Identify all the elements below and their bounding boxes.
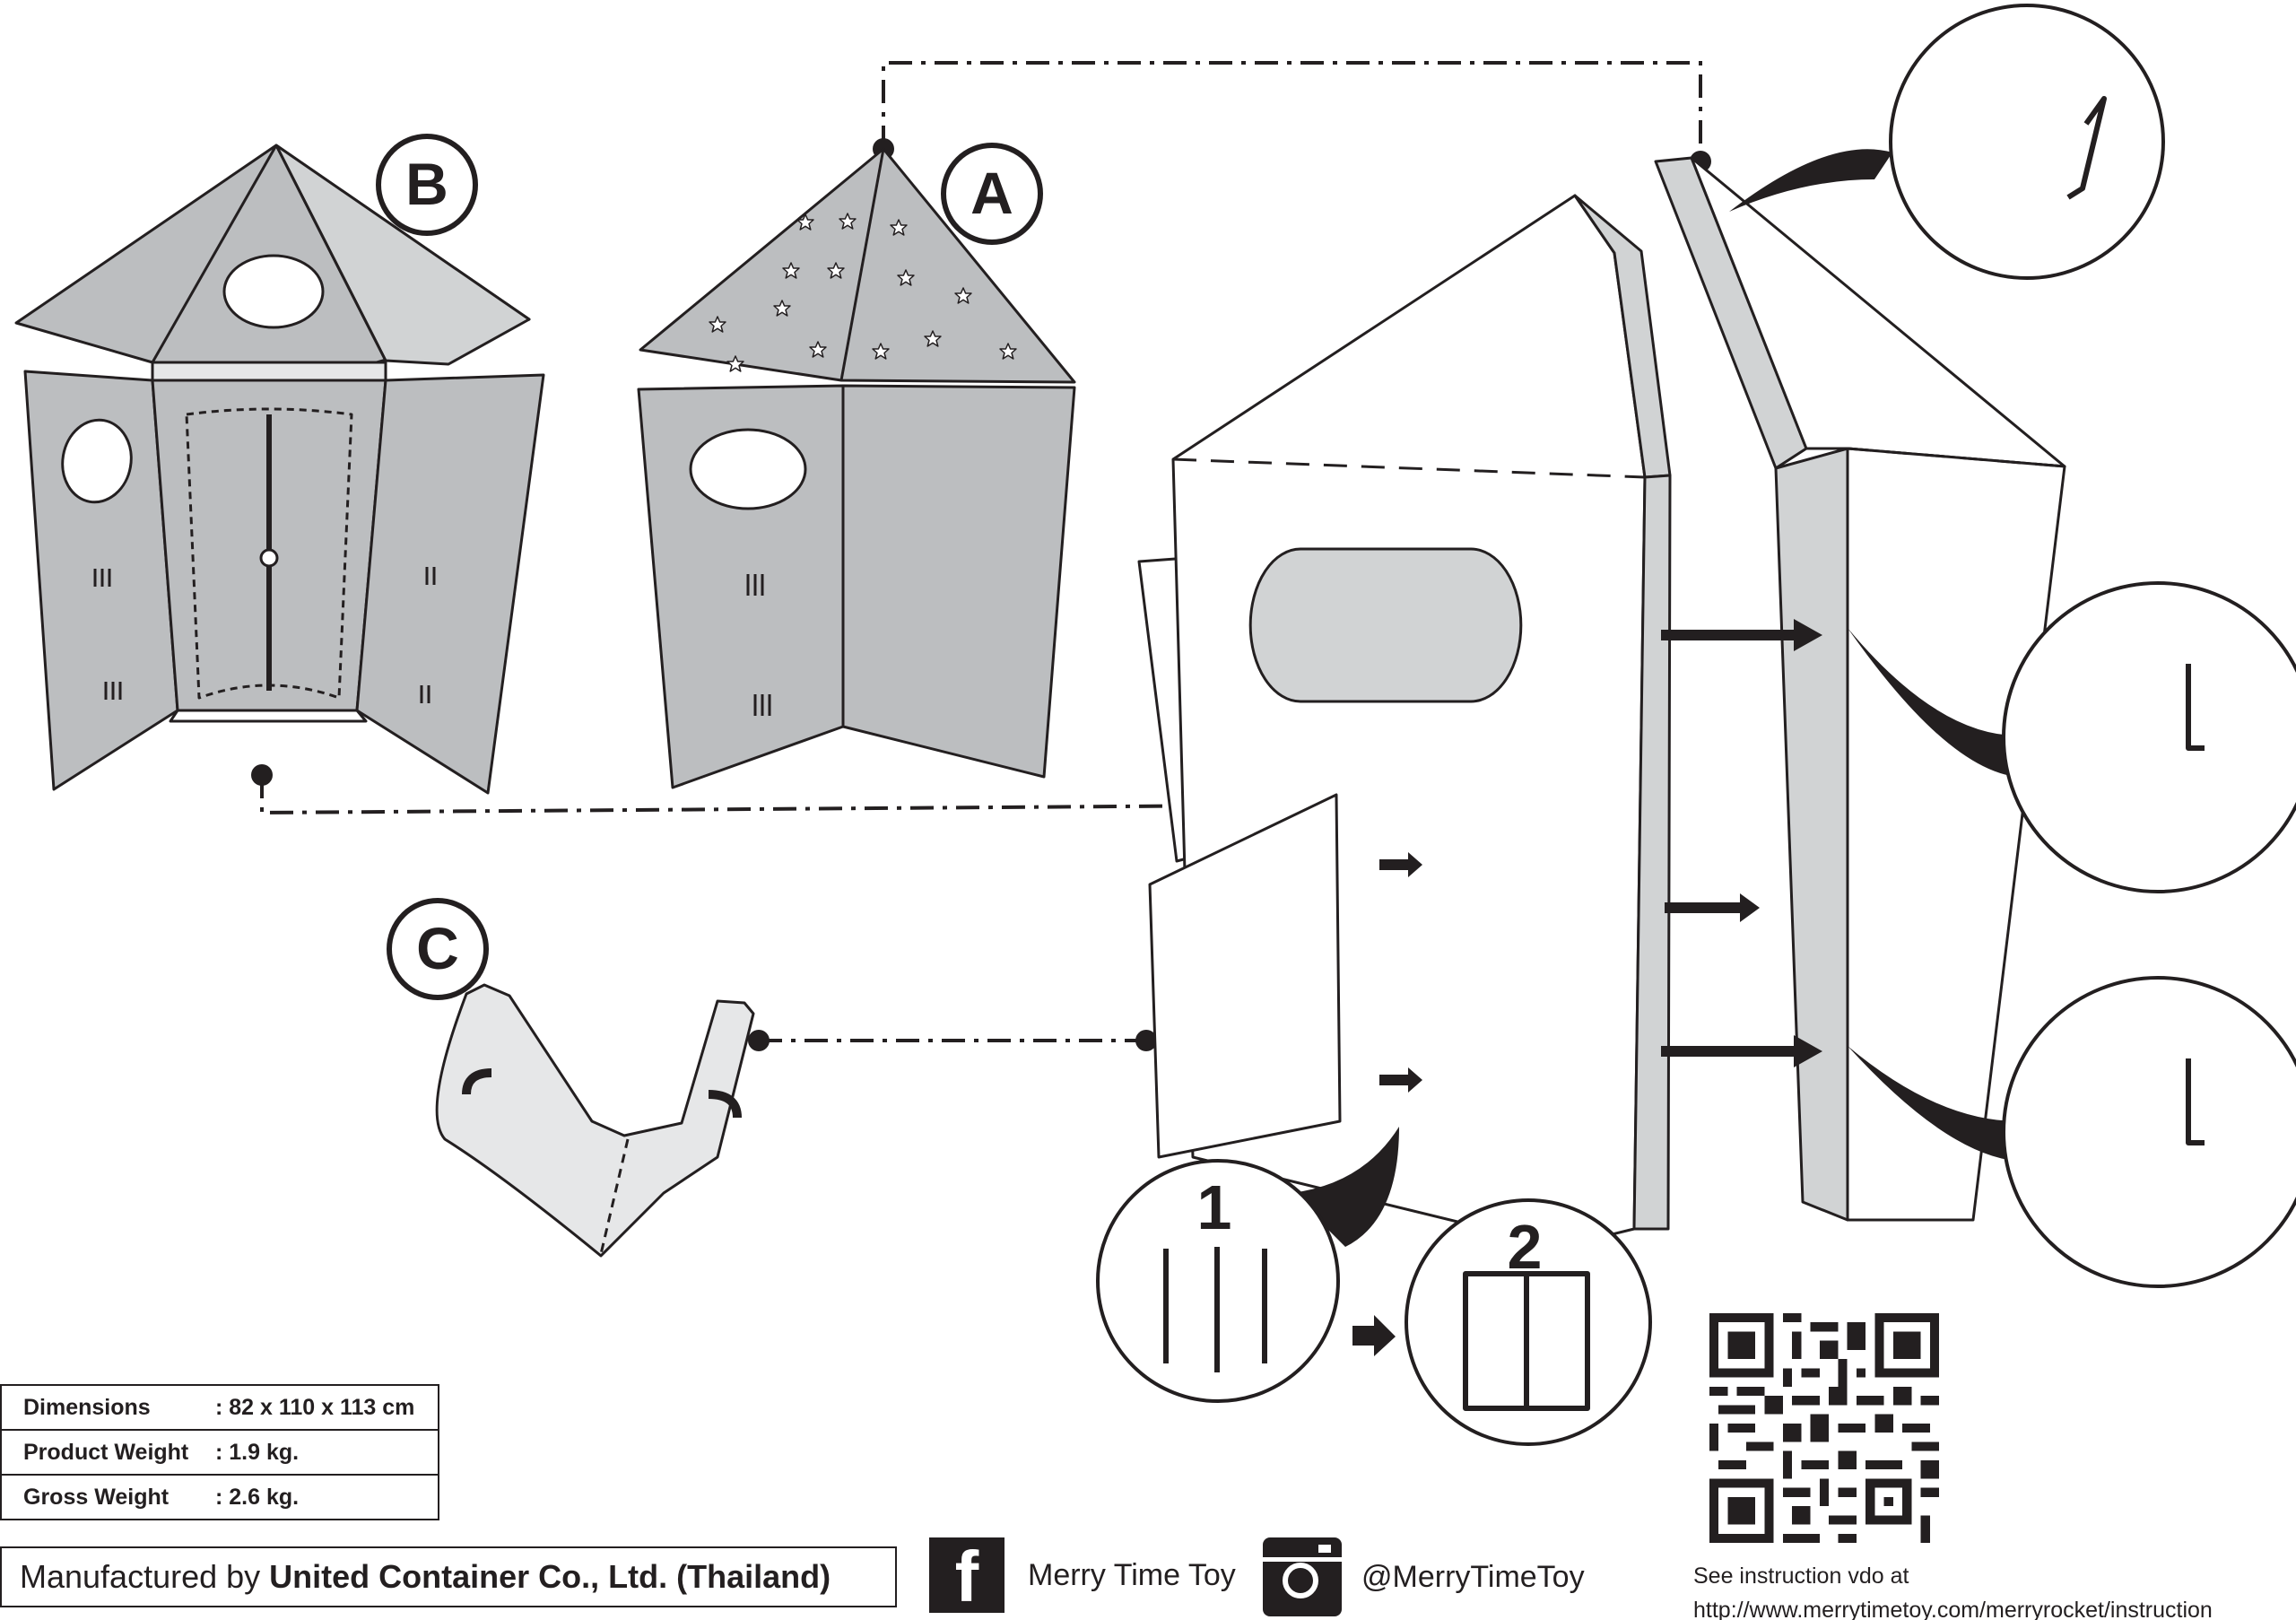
label-c: C	[416, 915, 459, 981]
instagram-link[interactable]: @MerryTimeToy	[1263, 1537, 1585, 1616]
spec-value: : 2.6 kg.	[215, 1484, 300, 1510]
spec-label: Product Weight	[23, 1439, 189, 1465]
spec-row-product-weight: Product Weight : 1.9 kg.	[2, 1431, 438, 1476]
step-1-number: 1	[1197, 1172, 1232, 1242]
instruction-url[interactable]: http://www.merrytimetoy.com/merryrocket/…	[1693, 1598, 2213, 1620]
label-b: B	[405, 151, 448, 217]
connector-lines	[260, 61, 1702, 1042]
rocket-assembly	[1096, 4, 2296, 1446]
spec-value: : 82 x 110 x 113 cm	[215, 1394, 415, 1420]
label-circles	[376, 134, 1043, 1000]
manufacturer-company: United Container Co., Ltd. (Thailand)	[269, 1558, 831, 1595]
spec-label: Gross Weight	[23, 1484, 170, 1510]
part-c-drawing	[435, 983, 755, 1258]
facebook-link[interactable]: f Merry Time Toy	[929, 1537, 1236, 1613]
instagram-icon	[1263, 1537, 1342, 1616]
manufacturer-box: Manufactured by United Container Co., Lt…	[0, 1546, 897, 1607]
facebook-icon: f	[929, 1537, 1004, 1613]
manufacturer-prefix: Manufactured by	[20, 1558, 261, 1595]
step-2-number: 2	[1508, 1212, 1543, 1282]
instruction-line: See instruction vdo at	[1693, 1563, 1909, 1589]
spec-row-gross-weight: Gross Weight : 2.6 kg.	[2, 1476, 438, 1519]
label-a: A	[970, 160, 1013, 226]
spec-value: : 1.9 kg.	[215, 1439, 300, 1465]
part-b-drawing	[14, 144, 545, 795]
part-a-drawing	[637, 147, 1076, 789]
specs-table: Dimensions : 82 x 110 x 113 cm Product W…	[0, 1384, 439, 1520]
instagram-text: @MerryTimeToy	[1361, 1559, 1585, 1594]
facebook-text: Merry Time Toy	[1028, 1557, 1236, 1592]
instruction-note: See instruction vdo at http://www.merryt…	[1693, 1559, 2213, 1620]
qr-code[interactable]	[1709, 1313, 1939, 1543]
spec-label: Dimensions	[23, 1394, 151, 1420]
spec-row-dimensions: Dimensions : 82 x 110 x 113 cm	[2, 1386, 438, 1431]
